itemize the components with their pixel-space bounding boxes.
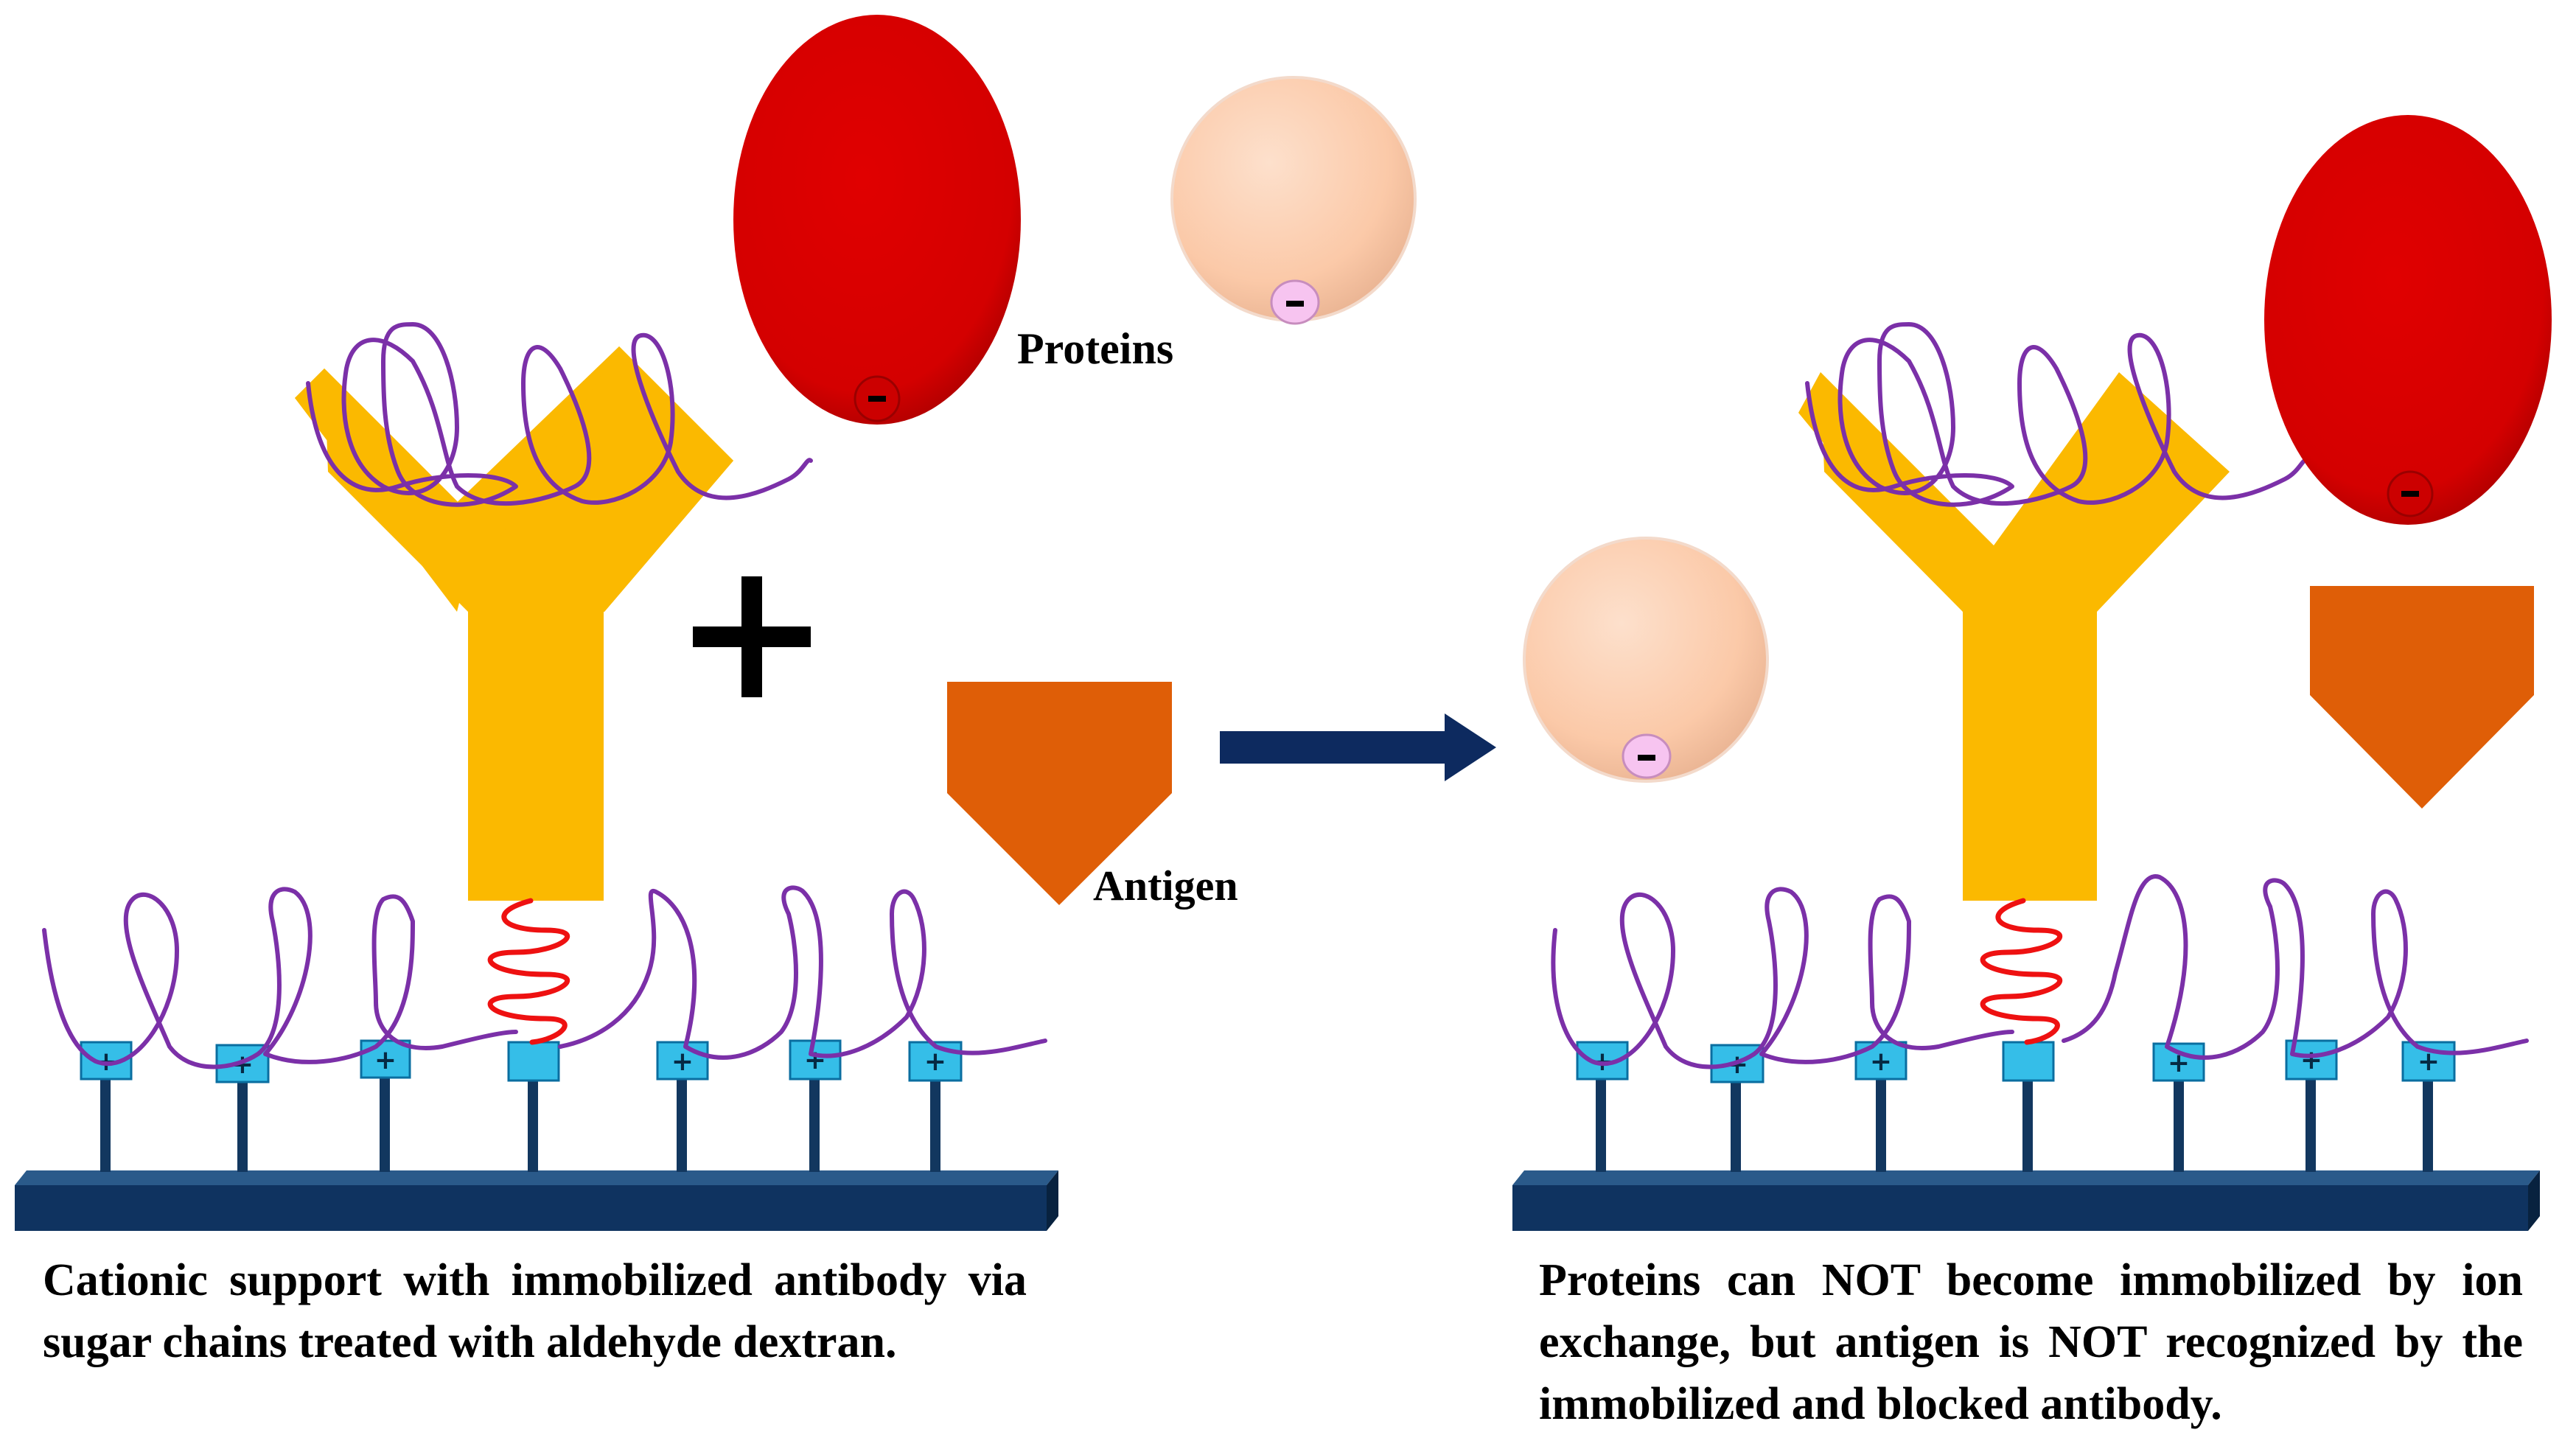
- right-antibody: [1798, 372, 2230, 901]
- plus-operator: [693, 576, 811, 697]
- antigen-label: Antigen: [1093, 862, 1238, 910]
- plus-sign: +: [804, 1045, 826, 1075]
- negative-charge-icon: [2401, 491, 2419, 497]
- plus-sign: +: [2300, 1045, 2322, 1075]
- left-support-posts: [100, 1076, 940, 1172]
- right-surface-dextran: [1551, 874, 2529, 1069]
- right-support-posts: [1596, 1076, 2433, 1172]
- left-antibody-dextran: [306, 322, 813, 507]
- right-cationic-plus-signs: + + + + + +: [1591, 1045, 2440, 1080]
- right-linker-spring: [1980, 898, 2063, 1045]
- plus-sign: +: [671, 1047, 694, 1077]
- proteins-label: Proteins: [1017, 324, 1173, 373]
- right-protein-small: [1523, 537, 1769, 783]
- left-caption: Cationic support with immobilized antibo…: [43, 1255, 1027, 1367]
- negative-charge-icon: [1638, 755, 1655, 761]
- left-surface-dextran: [42, 885, 1047, 1069]
- negative-charge-icon: [1286, 301, 1304, 307]
- left-antigen: [947, 682, 1172, 905]
- left-cationic-groups: [80, 1039, 963, 1083]
- negative-charge-icon: [868, 396, 886, 402]
- left-support-bar: [15, 1170, 1058, 1231]
- left-panel: + + + + + +: [15, 15, 1417, 1231]
- right-panel: + + + + + +: [1512, 115, 2552, 1231]
- right-caption: Proteins can NOT become immobilized by i…: [1539, 1255, 2523, 1429]
- left-protein-small: [1170, 76, 1417, 325]
- right-cationic-groups: [1576, 1039, 2456, 1083]
- left-protein-large: [733, 15, 1021, 425]
- process-arrow: [1220, 713, 1496, 781]
- left-linker-spring: [487, 898, 570, 1045]
- right-antigen: [2310, 586, 2534, 809]
- right-antibody-dextran: [1805, 322, 2309, 507]
- plus-sign: +: [1870, 1047, 1892, 1077]
- right-protein-large: [2264, 115, 2552, 525]
- plus-sign: +: [924, 1047, 946, 1077]
- plus-sign: +: [374, 1045, 397, 1075]
- left-antibody: [295, 346, 733, 901]
- right-support-bar: [1512, 1170, 2540, 1231]
